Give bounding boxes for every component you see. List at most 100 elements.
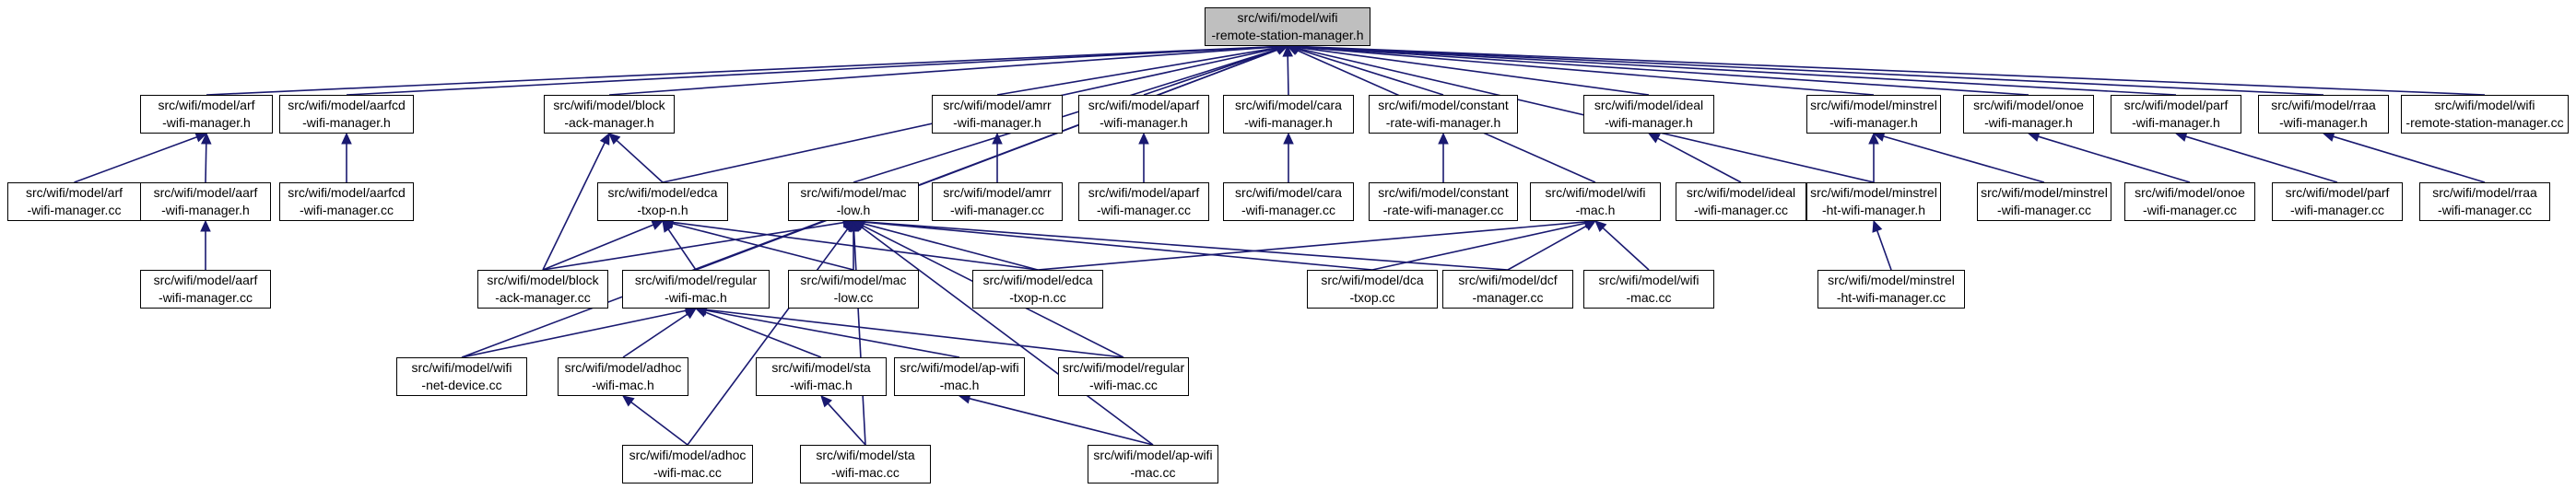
node-ideal-wifi-manager-h[interactable]: src/wifi/model/ideal-wifi-manager.h (1583, 95, 1714, 134)
node-block-ack-manager-h[interactable]: src/wifi/model/block-ack-manager.h (544, 95, 675, 134)
node-label-line2: -mac.h (939, 378, 980, 392)
edge-minstrelht_cc-to-minstrelht_h (1876, 230, 1892, 271)
node-dcf-manager-cc[interactable]: src/wifi/model/dcf-manager.cc (1442, 270, 1573, 309)
node-label-line2: -wifi-manager.h (161, 203, 250, 217)
node-label-line1: src/wifi/model/parf (2123, 98, 2229, 112)
node-label-line2: -mac.cc (1130, 465, 1176, 480)
node-rraa-wifi-manager-h[interactable]: src/wifi/model/rraa-wifi-manager.h (2258, 95, 2389, 134)
node-label-line1: src/wifi/model/regular (1062, 360, 1185, 375)
node-label-line1: src/wifi/model/onoe (1973, 98, 2084, 112)
node-regular-wifi-mac-cc[interactable]: src/wifi/model/regular-wifi-mac.cc (1058, 357, 1189, 396)
node-aparf-wifi-manager-h[interactable]: src/wifi/model/aparf-wifi-manager.h (1078, 95, 1209, 134)
edge-dca_cc-to-wifimac_h (1371, 222, 1586, 271)
node-label-line1: src/wifi/model/mac (800, 185, 907, 200)
node-onoe-wifi-manager-cc[interactable]: src/wifi/model/onoe-wifi-manager.cc (2124, 182, 2255, 221)
node-ap-wifi-mac-cc[interactable]: src/wifi/model/ap-wifi -mac.cc (1088, 445, 1218, 484)
node-label-line2: -ht-wifi-manager.cc (1836, 290, 1947, 305)
node-label-line1: src/wifi/model/aparf (1088, 185, 1200, 200)
node-label-line2: -wifi-manager.h (1829, 115, 1918, 130)
edge-block_h-to-root (608, 45, 1278, 96)
arrowhead-block_cc-to-block_h (599, 132, 610, 146)
node-adhoc-wifi-mac-h[interactable]: src/wifi/model/adhoc-wifi-mac.h (558, 357, 688, 396)
node-label-line1: src/wifi/model/constant (1378, 98, 1509, 112)
node-constant-rate-wifi-manager-cc[interactable]: src/wifi/model/constant -rate-wifi-manage… (1369, 182, 1518, 221)
node-minstrel-wifi-manager-cc[interactable]: src/wifi/model/minstrel-wifi-manager.cc (1977, 182, 2111, 221)
edge-sta_cc-to-sta_h (827, 402, 866, 446)
edge-aparf_h-to-root (1143, 48, 1278, 96)
node-wifi-net-device-cc[interactable]: src/wifi/model/wifi-net-device.cc (396, 357, 527, 396)
node-rraa-wifi-manager-cc[interactable]: src/wifi/model/rraa-wifi-manager.cc (2419, 182, 2550, 221)
node-mac-low-h[interactable]: src/wifi/model/mac-low.h (788, 182, 919, 221)
arrowhead-ap_cc-to-maclow_h (853, 220, 865, 232)
node-arf-wifi-manager-cc[interactable]: src/wifi/model/arf-wifi-manager.cc (7, 182, 141, 221)
edge-ap_cc-to-maclow_h (861, 226, 1154, 446)
node-label-line2: -wifi-manager.cc (27, 203, 122, 217)
node-label-line2: -rate-wifi-manager.cc (1382, 203, 1504, 217)
edge-ideal_h-to-root (1297, 46, 1650, 96)
arrowhead-cara_h-to-root (1282, 44, 1293, 57)
node-label-line2: -wifi-manager.h (1605, 115, 1693, 130)
arrowhead-aarf_h-to-arf_h (201, 132, 212, 145)
node-onoe-wifi-manager-h[interactable]: src/wifi/model/onoe-wifi-manager.h (1963, 95, 2094, 134)
node-label-line1: src/wifi/model/wifi (2434, 98, 2535, 112)
edge-regular_cc-to-regular_h (705, 309, 1124, 358)
node-label-line2: -wifi-mac.cc (831, 465, 900, 480)
arrowhead-edca_h-to-block_h (608, 133, 621, 146)
node-amrr-wifi-manager-cc[interactable]: src/wifi/model/amrr-wifi-manager.cc (932, 182, 1063, 221)
node-constant-rate-wifi-manager-h[interactable]: src/wifi/model/constant-rate-wifi-manage… (1369, 95, 1518, 134)
edge-sta_cc-to-maclow_h (853, 230, 866, 446)
edge-wifimac_cc-to-wifimac_h (1602, 227, 1650, 271)
node-label-line2: -wifi-manager.cc (1241, 203, 1335, 217)
edge-rsm_cc-to-root (1297, 45, 2486, 96)
node-edca-txop-n-cc[interactable]: src/wifi/model/edca-txop-n.cc (972, 270, 1103, 309)
node-dca-txop-cc[interactable]: src/wifi/model/dca-txop.cc (1307, 270, 1438, 309)
node-mac-low-cc[interactable]: src/wifi/model/mac-low.cc (788, 270, 919, 309)
node-adhoc-wifi-mac-cc[interactable]: src/wifi/model/adhoc-wifi-mac.cc (622, 445, 753, 484)
node-aarf-wifi-manager-cc[interactable]: src/wifi/model/aarf-wifi-manager.cc (140, 270, 271, 309)
node-minstrel-ht-wifi-manager-h[interactable]: src/wifi/model/minstrel-ht-wifi-manager.… (1806, 182, 1941, 221)
node-label-line1: src/wifi/model/minstrel (1810, 98, 1937, 112)
node-label-line2: -mac.h (1575, 203, 1616, 217)
node-aparf-wifi-manager-cc[interactable]: src/wifi/model/aparf-wifi-manager.cc (1078, 182, 1209, 221)
node-regular-wifi-mac-h[interactable]: src/wifi/model/regular-wifi-mac.h (622, 270, 770, 309)
node-ideal-wifi-manager-cc[interactable]: src/wifi/model/ideal-wifi-manager.cc (1676, 182, 1806, 221)
node-aarf-wifi-manager-h[interactable]: src/wifi/model/aarf -wifi-manager.h (140, 182, 271, 221)
node-cara-wifi-manager-cc[interactable]: src/wifi/model/cara-wifi-manager.cc (1223, 182, 1354, 221)
node-sta-wifi-mac-h[interactable]: src/wifi/model/sta-wifi-mac.h (756, 357, 887, 396)
node-label-line1: src/wifi/model/minstrel (1810, 185, 1937, 200)
node-parf-wifi-manager-cc[interactable]: src/wifi/model/parf-wifi-manager.cc (2272, 182, 2403, 221)
arrowhead-amrr_cc-to-amrr_h (992, 132, 1003, 145)
node-label-line1: src/wifi/model/aarf (153, 273, 258, 287)
node-sta-wifi-mac-cc[interactable]: src/wifi/model/sta-wifi-mac.cc (800, 445, 931, 484)
node-minstrel-wifi-manager-h[interactable]: src/wifi/model/minstrel -wifi-manager.h (1806, 95, 1941, 134)
node-label-line1: src/wifi/model/constant (1378, 185, 1509, 200)
node-arf-wifi-manager-h[interactable]: src/wifi/model/arf-wifi-manager.h (140, 95, 273, 134)
node-cara-wifi-manager-h[interactable]: src/wifi/model/cara-wifi-manager.h (1223, 95, 1354, 134)
node-label-line2: -txop-n.cc (1009, 290, 1066, 305)
node-block-ack-manager-cc[interactable]: src/wifi/model/block-ack-manager.cc (477, 270, 608, 309)
node-label-line1: src/wifi/model/amrr (943, 98, 1052, 112)
node-label-line1: src/wifi/model/block (487, 273, 599, 287)
edge-dcf_cc-to-wifimac_h (1507, 225, 1587, 271)
node-label-line2: -wifi-mac.cc (653, 465, 722, 480)
node-label-line2: -manager.cc (1472, 290, 1544, 305)
node-minstrel-ht-wifi-manager-cc[interactable]: src/wifi/model/minstrel-ht-wifi-manager.… (1817, 270, 1965, 309)
node-label-line1: src/wifi/model/aarf (153, 185, 258, 200)
node-amrr-wifi-manager-h[interactable]: src/wifi/model/amrr-wifi-manager.h (932, 95, 1063, 134)
node-label-line1: src/wifi/model/ap-wifi (1093, 448, 1213, 462)
node-aarfcd-wifi-manager-h[interactable]: src/wifi/model/aarfcd-wifi-manager.h (279, 95, 414, 134)
edge-block_cc-to-edca_h (542, 224, 654, 271)
arrowhead-minstrelht_cc-to-minstrelht_h (1872, 219, 1883, 233)
edge-onoe_h-to-root (1297, 45, 2029, 96)
arrowhead-aarf_cc-to-aarf_h (200, 219, 211, 232)
node-wifi-mac-h[interactable]: src/wifi/model/wifi-mac.h (1530, 182, 1661, 221)
node-ap-wifi-mac-h[interactable]: src/wifi/model/ap-wifi-mac.h (894, 357, 1025, 396)
node-edca-txop-n-h[interactable]: src/wifi/model/edca-txop-n.h (597, 182, 728, 221)
node-parf-wifi-manager-h[interactable]: src/wifi/model/parf-wifi-manager.h (2111, 95, 2241, 134)
edge-arf_cc-to-arf_h (74, 136, 197, 183)
node-aarfcd-wifi-manager-cc[interactable]: src/wifi/model/aarfcd-wifi-manager.cc (279, 182, 414, 221)
node-label-line2: -wifi-mac.h (592, 378, 654, 392)
node-wifi-mac-cc[interactable]: src/wifi/model/wifi-mac.cc (1583, 270, 1714, 309)
node-wifi-remote-station-manager-cc[interactable]: src/wifi/model/wifi-remote-station-manag… (2401, 95, 2569, 134)
